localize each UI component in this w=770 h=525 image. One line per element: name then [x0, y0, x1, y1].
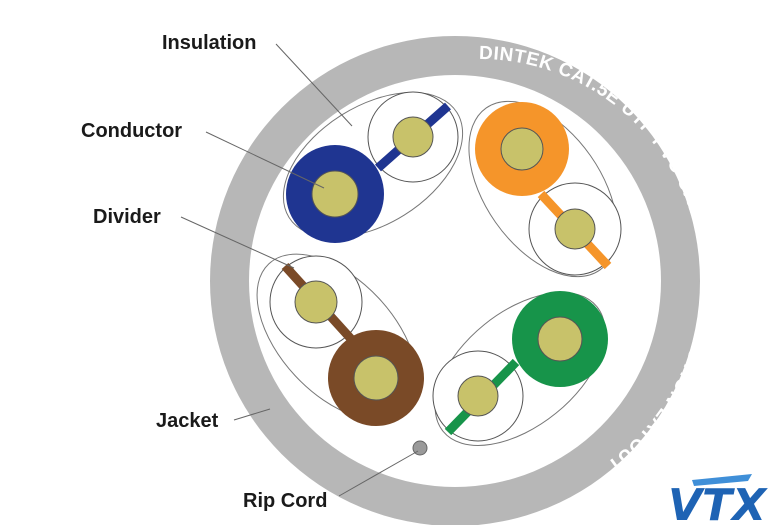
green-pair-outline [434, 292, 606, 446]
rip-cord-leader [338, 450, 419, 497]
blue-stripe-conductor [392, 116, 434, 158]
orange-stripe-conductor [554, 208, 596, 250]
rip-cord-label: Rip Cord [243, 490, 327, 512]
conductor-leader [205, 131, 325, 189]
conductor-label: Conductor [81, 120, 182, 142]
leader-lines [180, 43, 419, 497]
blue-solid-conductor [311, 170, 359, 218]
brown-pair [269, 255, 424, 426]
vtx-logo-text: VTX [668, 480, 768, 525]
green-pair [432, 291, 608, 442]
insulation-leader [275, 43, 353, 127]
jacket-leader [233, 408, 271, 421]
orange-pair-outline [468, 100, 618, 278]
green-stripe-conductor [457, 375, 499, 417]
divider-label: Divider [93, 206, 161, 228]
orange-solid-conductor [500, 127, 544, 171]
blue-pair [286, 91, 459, 243]
brown-solid-conductor [353, 355, 399, 401]
brown-stripe-conductor [294, 280, 338, 324]
vtx-logo-swoosh [692, 474, 752, 486]
insulation-label: Insulation [162, 32, 256, 54]
jacket-label: Jacket [156, 410, 219, 432]
green-solid-conductor [537, 316, 583, 362]
divider-leader [180, 216, 295, 269]
orange-pair [475, 102, 622, 276]
vtx-logo: VTX [668, 474, 768, 525]
